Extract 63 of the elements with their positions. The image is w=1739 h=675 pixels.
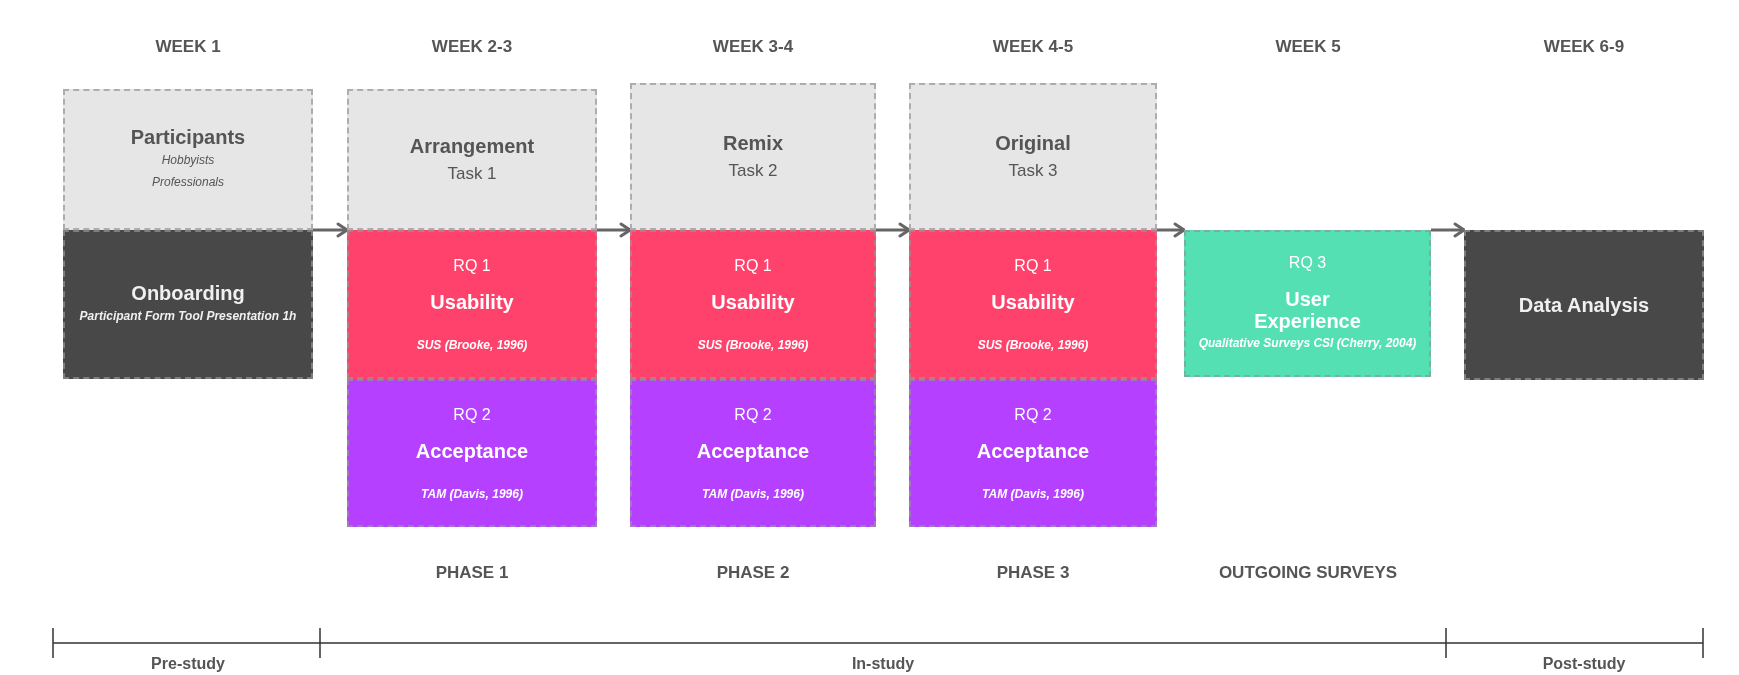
citation: SUS (Brooke, 1996): [697, 338, 809, 352]
question-number: RQ 2: [1014, 405, 1052, 424]
citation: TAM (Davis, 1996): [982, 486, 1084, 501]
question-number: RQ 2: [453, 405, 491, 424]
citation: TAM (Davis, 1996): [702, 486, 804, 501]
task-box: [347, 89, 597, 230]
week-label: WEEK 2-3: [431, 37, 513, 57]
subtitle: Hobbyists Professionals: [150, 152, 225, 191]
arrow: [313, 222, 349, 238]
research-question-box: [909, 379, 1157, 527]
heading: Participants: [130, 126, 246, 149]
week-label: WEEK 4-5: [992, 37, 1074, 57]
stage-label: Post-study: [1542, 655, 1626, 673]
detail-text: Participant Form Tool Presentation 1h: [79, 308, 297, 325]
question-number: RQ 1: [734, 257, 772, 275]
week-label: WEEK 5: [1275, 37, 1341, 57]
phase-label: PHASE 3: [996, 563, 1070, 583]
question-number: RQ 1: [453, 257, 491, 275]
onboarding-box: [63, 230, 313, 379]
research-question-box: [630, 379, 876, 527]
detail-text: Qualitative Surveys CSI (Cherry, 2004): [1198, 334, 1417, 352]
heading: Acceptance: [415, 439, 529, 463]
arrow: [1431, 222, 1466, 238]
heading: Acceptance: [976, 439, 1090, 463]
citation: TAM (Davis, 1996): [421, 486, 523, 501]
heading: Onboarding: [131, 282, 245, 305]
heading: Usability: [991, 291, 1075, 314]
question-number: RQ 1: [1014, 257, 1052, 275]
phase-label: PHASE 1: [435, 563, 509, 583]
citation: SUS (Brooke, 1996): [977, 338, 1089, 352]
citation: SUS (Brooke, 1996): [416, 338, 528, 352]
heading: User Experience: [1253, 287, 1362, 332]
participants-box: [63, 89, 313, 230]
heading: Usability: [430, 291, 514, 314]
arrow: [1157, 222, 1186, 238]
task-label: Task 1: [447, 164, 497, 184]
analysis-box: [1464, 230, 1704, 380]
week-label: WEEK 6-9: [1543, 37, 1625, 57]
research-question-box: [909, 230, 1157, 379]
stage-label: In-study: [851, 655, 915, 673]
question-number: RQ 3: [1288, 253, 1327, 272]
heading: Arrangement: [409, 135, 535, 158]
phase-label: OUTGOING SURVEYS: [1218, 563, 1398, 583]
research-question-box: [347, 230, 597, 379]
research-question-box: [630, 230, 876, 379]
heading: Acceptance: [696, 439, 810, 463]
task-label: Task 2: [728, 161, 778, 181]
task-box: [909, 83, 1157, 230]
research-question-box: [1184, 230, 1431, 377]
arrow: [597, 222, 632, 238]
task-box: [630, 83, 876, 230]
heading: Remix: [723, 132, 783, 155]
heading: Usability: [711, 291, 795, 314]
phase-label: PHASE 2: [716, 563, 790, 583]
question-number: RQ 2: [734, 405, 772, 424]
research-question-box: [347, 379, 597, 527]
week-label: WEEK 3-4: [712, 37, 794, 57]
heading: Data Analysis: [1518, 293, 1650, 317]
stage-label: Pre-study: [151, 655, 225, 673]
week-label: WEEK 1: [155, 37, 221, 57]
heading: Original: [995, 132, 1071, 155]
arrow: [876, 222, 911, 238]
task-label: Task 3: [1008, 161, 1058, 181]
